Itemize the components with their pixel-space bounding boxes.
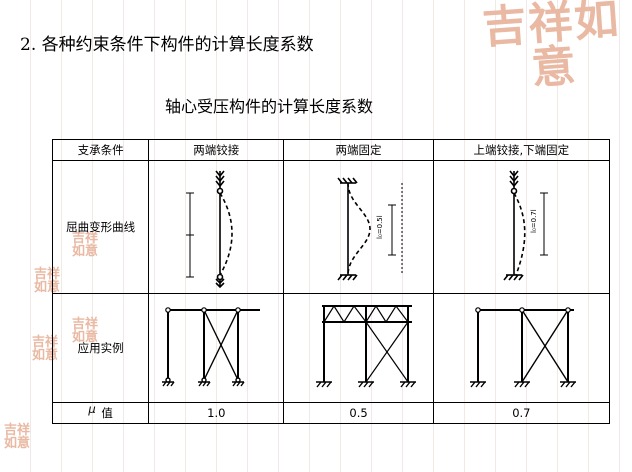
mu-value-label: 值: [101, 406, 113, 420]
mu-symbol: μ: [88, 402, 96, 416]
fixed-fixed-buckling-diagram: l₀=0.5l: [336, 177, 403, 281]
cell-pinned-pinned-frame: [148, 293, 285, 403]
table-header-row: 支承条件 两端铰接 两端固定 上端铰接,下端固定: [51, 139, 611, 161]
pinned-frame-diagram: [162, 307, 261, 387]
fixed-fixed-length-label: l₀=0.5l: [376, 215, 384, 239]
cell-pinned-fixed-frame: [432, 293, 611, 403]
cell-pinned-pinned-curve: [148, 160, 285, 294]
cell-pinned-fixed-curve: l₀=0.7l: [432, 160, 611, 294]
table-title: 轴心受压构件的计算长度系数: [165, 97, 374, 116]
buckling-curve-row: 屈曲变形曲线: [51, 160, 611, 294]
header-pinned-fixed: 上端铰接,下端固定: [432, 139, 611, 161]
mu-value-pinned-pinned: 1.0: [148, 402, 285, 424]
row-label-buckling-curve: 屈曲变形曲线: [51, 160, 150, 294]
mu-value-pinned-fixed: 0.7: [432, 402, 611, 424]
pinned-pinned-buckling-diagram: [186, 170, 234, 289]
watermark-stamp: 吉祥如意: [31, 335, 58, 363]
truss-frame-diagram: [315, 304, 416, 388]
header-both-pinned: 两端铰接: [148, 139, 285, 161]
mu-value-fixed-fixed: 0.5: [283, 402, 434, 424]
mu-value-row: μ 值 1.0 0.5 0.7: [51, 402, 611, 424]
row-label-application: 应用实例: [51, 293, 150, 403]
cell-fixed-fixed-curve: l₀=0.5l: [283, 160, 434, 294]
mixed-frame-diagram: [470, 307, 577, 388]
watermark-stamp: 吉祥如意: [3, 423, 30, 451]
page-heading: 2. 各种约束条件下构件的计算长度系数: [20, 35, 314, 55]
pinned-fixed-length-label: l₀=0.7l: [530, 209, 538, 233]
watermark-logo: 吉祥如意: [480, 0, 623, 95]
application-row: 应用实例: [51, 293, 611, 403]
cell-fixed-fixed-frame: [283, 293, 434, 403]
row-label-mu-value: μ 值: [51, 402, 150, 424]
length-coefficient-table: 支承条件 两端铰接 两端固定 上端铰接,下端固定 屈曲变形曲线: [51, 139, 611, 424]
header-both-fixed: 两端固定: [283, 139, 434, 161]
pinned-fixed-buckling-diagram: l₀=0.7l: [503, 170, 549, 281]
header-support-condition: 支承条件: [51, 139, 150, 161]
